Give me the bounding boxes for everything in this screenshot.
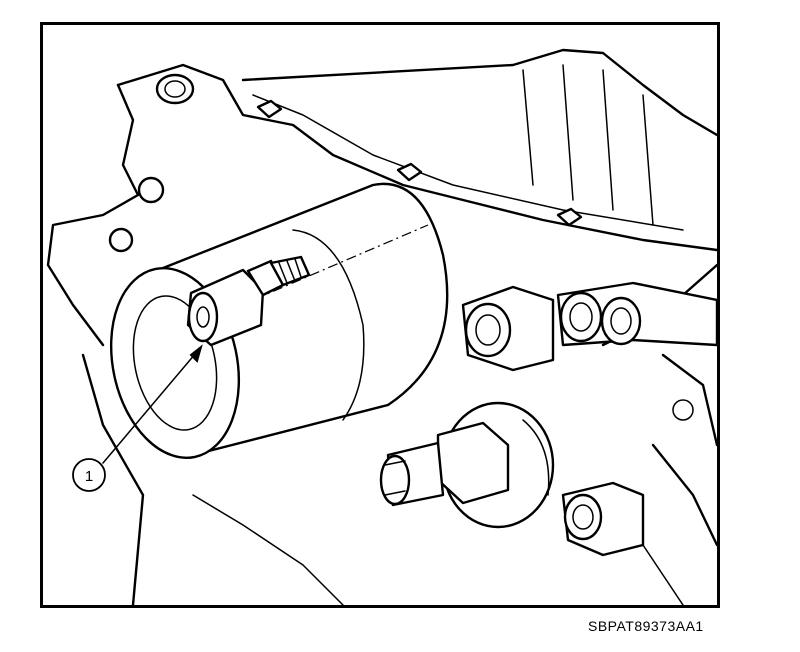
reference-code: SBPAT89373AA1 bbox=[588, 618, 704, 634]
callout-leader bbox=[102, 344, 203, 464]
sensor-connector bbox=[379, 401, 555, 529]
illustration-frame: 1 bbox=[40, 22, 720, 608]
transmission-illustration: 1 bbox=[46, 48, 717, 605]
fitting-part bbox=[186, 255, 311, 347]
callout-number: 1 bbox=[85, 468, 93, 485]
solenoid-body bbox=[109, 182, 449, 459]
callout-1: 1 bbox=[72, 458, 106, 492]
fluid-ports bbox=[461, 281, 717, 557]
